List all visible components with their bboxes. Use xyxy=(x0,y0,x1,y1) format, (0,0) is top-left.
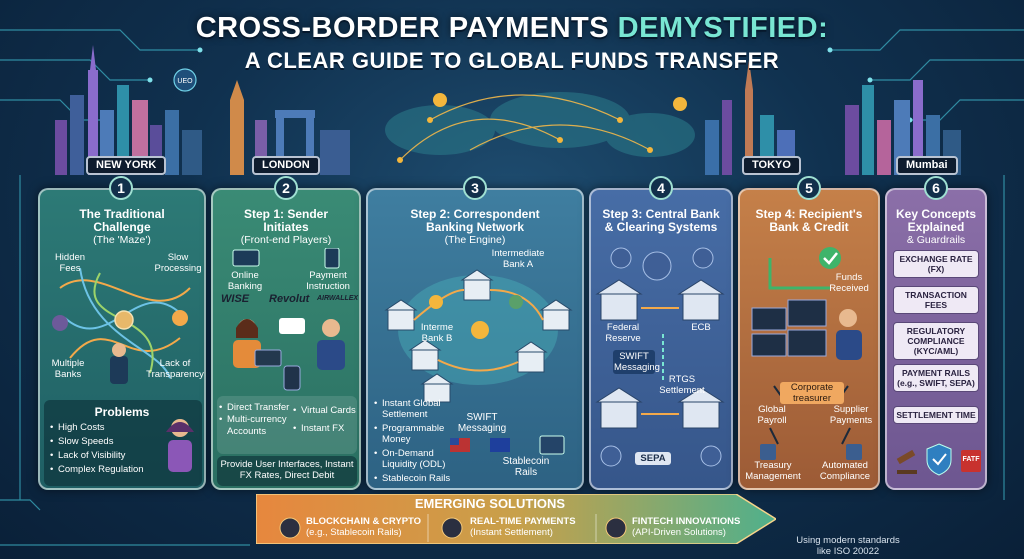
panel-title: Step 3: Central Bank & Clearing Systems xyxy=(602,207,720,234)
feature-item: Multi-currency Accounts xyxy=(219,414,299,438)
feature-item: Instant FX xyxy=(293,420,359,438)
label-multiple-banks: Multiple Banks xyxy=(51,358,85,380)
problem-item: High Costs xyxy=(50,421,144,435)
panel-title: Key Concepts Explained xyxy=(895,207,977,234)
cloud-icon xyxy=(173,68,197,92)
innovation-item: Instant Global Settlement xyxy=(374,398,464,420)
label-rtgs-settlement: RTGS Settlement xyxy=(659,374,705,396)
innovation-item: Stablecoin Rails xyxy=(374,473,464,484)
title-highlight: DEMYSTIFIED: xyxy=(617,12,829,44)
step-number-5: 5 xyxy=(797,176,821,200)
features-list-left: Direct Transfer Multi-currency Accounts xyxy=(219,402,299,438)
panel-title: The Traditional Challenge xyxy=(79,207,165,234)
feature-item: Direct Transfer xyxy=(219,402,299,414)
label-ecb: ECB xyxy=(691,322,711,333)
problems-list: High Costs Slow Speeds Lack of Visibilit… xyxy=(50,421,144,477)
panel-title: Step 1: Sender Initiates xyxy=(243,207,329,234)
world-map xyxy=(385,92,695,157)
label-corporate-treasurer: Corporate treasurer xyxy=(780,382,844,404)
recipient-illustration xyxy=(751,247,862,460)
problem-item: Lack of Visibility xyxy=(50,449,144,463)
step-number-6: 6 xyxy=(924,176,948,200)
label-lack-of-transparency: Lack of Transparency xyxy=(146,358,204,380)
concept-regulatory-compliance: REGULATORY COMPLIANCE (KYC/AML) xyxy=(893,322,979,360)
panel-key-concepts: Key Concepts Explained & Guardrails EXCH… xyxy=(885,188,987,490)
label-supplier-payments: Supplier Payments xyxy=(829,404,873,426)
label-hidden-fees: Hidden Fees xyxy=(54,252,86,274)
concept-settlement-time: SETTLEMENT TIME xyxy=(893,406,979,424)
panel-central-bank-clearing: Step 3: Central Bank & Clearing Systems … xyxy=(589,188,733,490)
devices-icons xyxy=(232,248,340,269)
concept-exchange-rate: EXCHANGE RATE (FX) xyxy=(893,250,979,278)
brand-wise: WISE xyxy=(221,293,250,305)
panel-footer: Provide User Interfaces, Instant FX Rate… xyxy=(220,459,354,481)
cloud-icon-label: UEO xyxy=(177,78,193,85)
label-automated-compliance: Automated Compliance xyxy=(819,460,871,482)
sender-illustration xyxy=(233,318,345,391)
panel-sender-initiates: Step 1: Sender Initiates (Front-end Play… xyxy=(211,188,361,490)
label-global-payroll: Global Payroll xyxy=(757,404,787,426)
subtitle: A CLEAR GUIDE TO GLOBAL FUNDS TRANSFER xyxy=(244,48,780,73)
correspondent-network-diagram xyxy=(384,269,573,403)
city-label-mumbai: Mumbai xyxy=(896,156,958,175)
panel-traditional-challenge: The Traditional Challenge (The 'Maze') H… xyxy=(38,188,206,490)
problem-item: Complex Regulation xyxy=(50,463,144,477)
label-intermediate-bank-a: Intermediate Bank A xyxy=(491,248,545,270)
guardrails-icons xyxy=(896,443,981,476)
brand-revolut: Revolut xyxy=(269,293,310,305)
label-online-banking: Online Banking xyxy=(227,270,263,292)
innovations-list: Instant Global Settlement Programmable M… xyxy=(374,398,464,484)
panel-title: Step 2: Correspondent Banking Network xyxy=(410,207,540,234)
emerging-solutions-arrow xyxy=(256,494,776,544)
footer-box xyxy=(217,456,357,486)
innovation-item: On-Demand Liquidity (ODL) xyxy=(374,448,464,470)
panel-subtitle: (Front-end Players) xyxy=(240,234,332,246)
step-number-4: 4 xyxy=(649,176,673,200)
label-swift-messaging: SWIFT Messaging xyxy=(457,412,507,434)
panel-subtitle: & Guardrails xyxy=(906,234,966,246)
emerging-solutions-title: EMERGING SOLUTIONS xyxy=(414,496,566,511)
problem-item: Slow Speeds xyxy=(50,435,144,449)
label-intermediate-bank-b: Interme Bank B xyxy=(420,322,454,344)
panel-subtitle: (The Engine) xyxy=(444,234,506,246)
problems-title: Problems xyxy=(94,405,150,419)
emerging-item-blockchain: BLOCKCHAIN & CRYPTO (e.g., Stablecoin Ra… xyxy=(306,516,422,538)
label-slow-processing: Slow Processing xyxy=(154,252,202,274)
label-payment-instruction: Payment Instruction xyxy=(306,270,350,292)
label-treasury-management: Treasury Management xyxy=(745,460,801,482)
features-list-right: Virtual Cards Instant FX xyxy=(293,402,359,438)
city-label-london: LONDON xyxy=(252,156,320,175)
brand-airwallex: AIRWALLEX xyxy=(317,295,359,302)
emerging-item-real-time: REAL-TIME PAYMENTS (Instant Settlement) xyxy=(470,516,576,538)
main-title: CROSS-BORDER PAYMENTS DEMYSTIFIED: xyxy=(195,12,829,44)
feature-item: Virtual Cards xyxy=(293,402,359,420)
step-number-1: 1 xyxy=(109,176,133,200)
city-label-new-york: NEW YORK xyxy=(86,156,167,175)
stressed-person-icon xyxy=(166,419,194,472)
maze-arrows-illustration xyxy=(52,267,191,384)
label-swift-messaging: SWIFT Messaging xyxy=(613,350,660,374)
clearing-diagram xyxy=(595,247,725,467)
label-sepa: SEPA xyxy=(635,452,671,465)
city-label-tokyo: TOKYO xyxy=(742,156,801,175)
step-number-2: 2 xyxy=(274,176,298,200)
concept-transaction-fees: TRANSACTION FEES xyxy=(893,286,979,314)
currency-flags-icons xyxy=(450,435,565,455)
emerging-item-fintech: FINTECH INNOVATIONS (API-Driven Solution… xyxy=(632,516,741,538)
panel-title: Step 4: Recipient's Bank & Credit xyxy=(755,207,863,234)
label-stablecoin-rails: Stablecoin Rails xyxy=(502,456,550,478)
footer-note: Using modern standards like ISO 20022 xyxy=(796,535,900,557)
label-federal-reserve: Federal Reserve xyxy=(605,322,641,344)
innovation-item: Programmable Money xyxy=(374,423,464,445)
panel-subtitle: (The 'Maze') xyxy=(93,234,151,246)
label-funds-received: Funds Received xyxy=(829,272,869,294)
panel-correspondent-banking: Step 2: Correspondent Banking Network (T… xyxy=(366,188,584,490)
fatf-badge: FATF xyxy=(962,456,980,463)
panel-recipient-bank: Step 4: Recipient's Bank & Credit Funds … xyxy=(738,188,880,490)
concept-payment-rails: PAYMENT RAILS (e.g., SWIFT, SEPA) xyxy=(893,364,979,392)
step-number-3: 3 xyxy=(463,176,487,200)
